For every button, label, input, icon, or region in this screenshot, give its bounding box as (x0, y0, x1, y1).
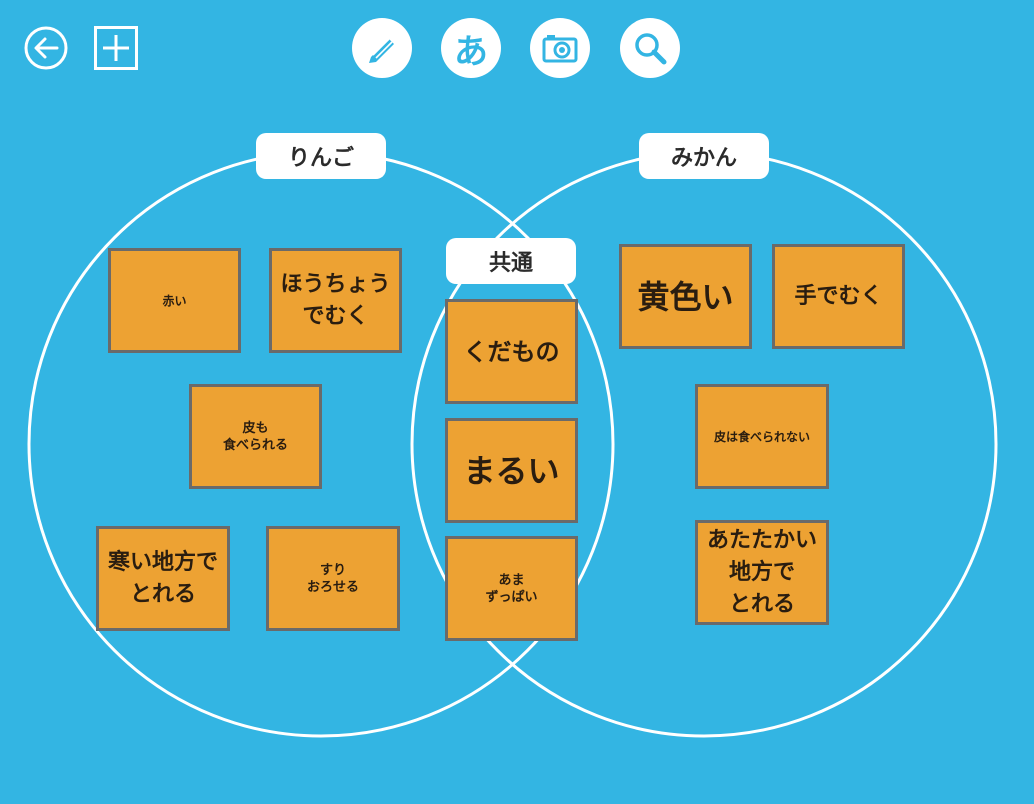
note-card[interactable]: あたたかい 地方で とれる (695, 520, 829, 625)
note-card[interactable]: 手でむく (772, 244, 905, 349)
search-button[interactable] (620, 18, 680, 78)
note-card[interactable]: 赤い (108, 248, 241, 353)
note-card[interactable]: まるい (445, 418, 578, 523)
hiragana-a-icon: あ (454, 31, 488, 72)
add-button[interactable] (94, 26, 138, 70)
pencil-button[interactable] (352, 18, 412, 78)
note-card[interactable]: くだもの (445, 299, 578, 404)
camera-button[interactable] (530, 18, 590, 78)
back-button[interactable] (24, 26, 68, 70)
plus-icon (94, 26, 138, 70)
back-arrow-icon (24, 26, 68, 70)
note-card[interactable]: 皮も 食べられる (189, 384, 322, 489)
note-card[interactable]: 黄色い (619, 244, 752, 349)
hiragana-button[interactable]: あ (441, 18, 501, 78)
orange-label[interactable]: みかん (639, 133, 769, 179)
note-card[interactable]: 寒い地方で とれる (96, 526, 230, 631)
common-label[interactable]: 共通 (446, 238, 576, 284)
search-icon (635, 33, 667, 65)
note-card[interactable]: ほうちょう でむく (269, 248, 402, 353)
note-card[interactable]: 皮は食べられない (695, 384, 829, 489)
note-card[interactable]: すり おろせる (266, 526, 400, 631)
camera-icon (542, 35, 578, 63)
pencil-icon (369, 38, 394, 63)
note-card[interactable]: あま ずっぱい (445, 536, 578, 641)
apple-label[interactable]: りんご (256, 133, 386, 179)
